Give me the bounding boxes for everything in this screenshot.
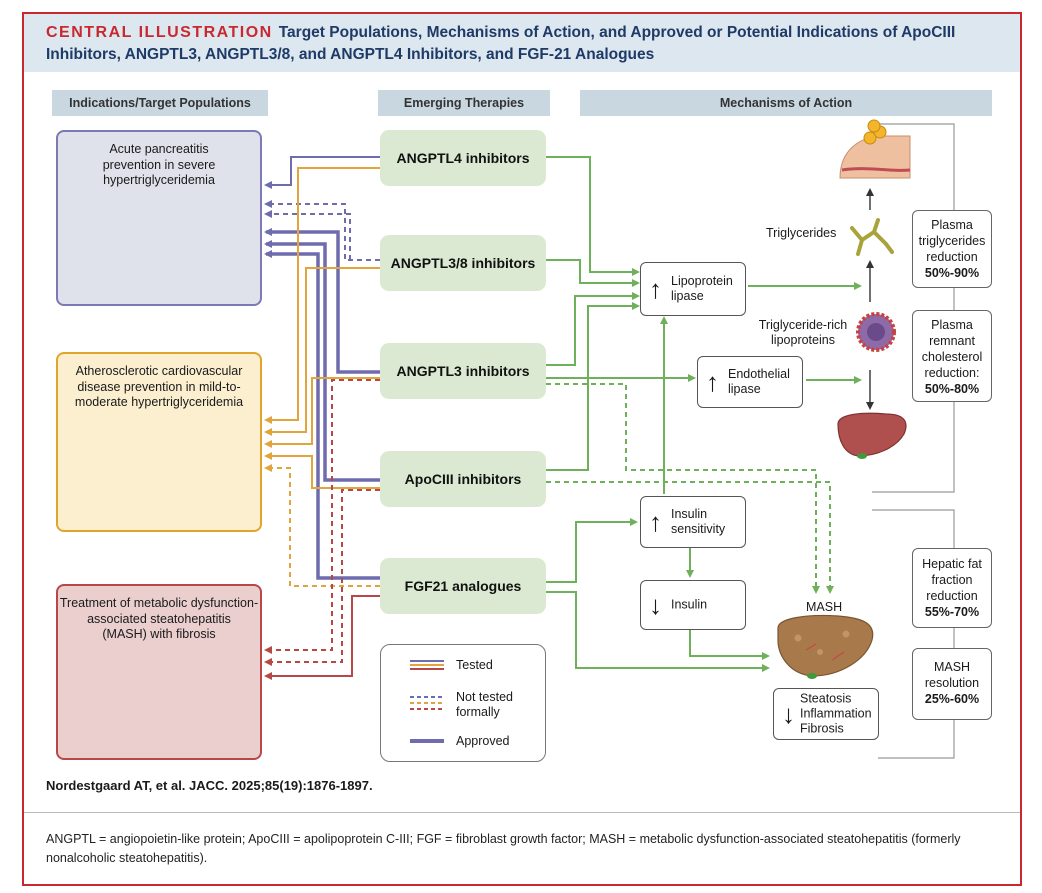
down-arrow-icon: ↓ [649, 590, 662, 620]
result-line: Plasma [931, 318, 973, 332]
liver-illustration-right [837, 412, 907, 459]
result-line: fraction [931, 573, 973, 587]
result-mash-resolution: MASH resolution 25%-60% [912, 648, 992, 720]
indication-ascvd: Atherosclerotic cardiovascular disease p… [56, 352, 262, 532]
mech-line: Endothelial [728, 367, 790, 381]
label-trl: Triglyceride-rich lipoproteins [750, 318, 856, 348]
mech-insulin-sensitivity: ↑ Insulin sensitivity [640, 496, 746, 548]
indication-line: prevention in severe [102, 157, 216, 172]
up-arrow-icon: ↑ [706, 367, 719, 397]
label-line: lipoproteins [771, 333, 835, 347]
mech-line: Insulin [671, 597, 708, 612]
indication-line: hypertriglyceridemia [103, 173, 215, 187]
bracket-lines [872, 123, 955, 759]
mech-lipoprotein-lipase: ↑ Lipoprotein lipase [640, 262, 746, 316]
triglyceride-molecule [850, 218, 894, 256]
legend [380, 644, 546, 762]
figure-frame [22, 12, 1022, 886]
footnote: ANGPTL = angiopoietin-like protein; ApoC… [46, 832, 961, 865]
result-line: triglycerides [918, 234, 986, 248]
legend-approved: Approved [456, 734, 510, 748]
indication-pancreatitis: Acute pancreatitis prevention in severe … [56, 130, 262, 306]
header-indications: Indications/Target Populations [52, 90, 268, 116]
result-value: 50%-90% [924, 266, 980, 280]
indication-line: (MASH) with fibrosis [102, 627, 216, 641]
result-line: reduction [926, 250, 978, 264]
legend-line: Not tested [456, 690, 513, 704]
mech-text: Endothelial lipase [728, 367, 790, 397]
header-mechanisms: Mechanisms of Action [580, 90, 992, 116]
mech-insulin: ↓ Insulin [640, 580, 746, 630]
mech-line: Inflammation [800, 706, 872, 721]
title-prefix: CENTRAL ILLUSTRATION [46, 24, 273, 41]
result-line: reduction: [924, 366, 980, 380]
therapy-fgf21: FGF21 analogues [380, 558, 546, 614]
result-line: cholesterol [921, 350, 983, 364]
mech-text: Lipoprotein lipase [671, 274, 733, 304]
mech-line: lipase [728, 382, 761, 396]
indication-line: associated steatohepatitis [87, 611, 231, 626]
indication-line: disease prevention in mild-to- [77, 379, 241, 394]
lipoprotein-particle [856, 312, 896, 352]
indication-line: Acute pancreatitis [109, 142, 209, 156]
indication-line: moderate hypertriglyceridemia [74, 395, 244, 409]
result-line: MASH [933, 660, 971, 674]
down-arrow-icon: ↓ [782, 699, 795, 729]
label-triglycerides: Triglycerides [766, 226, 837, 240]
mech-line: lipase [671, 289, 704, 303]
result-value: 50%-80% [924, 382, 980, 396]
mech-line: Insulin [671, 507, 708, 521]
legend-not-tested: Not tested formally [456, 690, 513, 720]
legend-swatches [410, 660, 444, 743]
footnote-divider [24, 812, 1020, 813]
result-line: reduction [926, 589, 978, 603]
mash-liver-illustration [777, 614, 874, 679]
up-arrow-icon: ↑ [649, 274, 662, 304]
orange-lines [264, 167, 380, 587]
mech-line: Fibrosis [800, 721, 844, 736]
therapy-apociii: ApoCIII inhibitors [380, 451, 546, 507]
purple-lines [264, 156, 380, 580]
mech-text: Insulin [671, 598, 707, 613]
result-line: resolution [924, 676, 980, 690]
therapy-angptl3: ANGPTL3 inhibitors [380, 343, 546, 399]
citation: Nordestgaard AT, et al. JACC. 2025;85(19… [46, 778, 373, 793]
mech-line: Lipoprotein [671, 274, 733, 288]
red-lines [264, 379, 380, 680]
indication-mash: Treatment of metabolic dysfunction- asso… [56, 584, 262, 760]
mech-text: Steatosis Inflammation Fibrosis [800, 692, 872, 737]
result-value: 25%-60% [924, 692, 980, 706]
mech-endothelial-lipase: ↑ Endothelial lipase [697, 356, 803, 408]
indication-line: Atherosclerotic cardiovascular [75, 364, 243, 378]
result-plasma-tg: Plasma triglycerides reduction 50%-90% [912, 210, 992, 288]
mech-line: sensitivity [671, 522, 726, 536]
mech-mash-effects: ↓ Steatosis Inflammation Fibrosis [773, 688, 879, 740]
mech-text: Insulin sensitivity [671, 507, 725, 537]
title-bar [24, 14, 1020, 72]
adipose-illustration [839, 119, 911, 179]
result-value: 55%-70% [924, 605, 980, 619]
result-line: Plasma [931, 218, 973, 232]
result-line: Hepatic fat [922, 557, 982, 571]
label-line: Triglyceride-rich [758, 318, 848, 332]
legend-tested: Tested [456, 658, 493, 672]
title-text: Target Populations, Mechanisms of Action… [46, 24, 956, 63]
result-hepatic-fat: Hepatic fat fraction reduction 55%-70% [912, 548, 992, 628]
label-mash: MASH [806, 600, 843, 614]
legend-line: formally [456, 705, 500, 719]
up-arrow-icon: ↑ [649, 507, 662, 537]
result-line: remnant [929, 334, 975, 348]
mech-line: Steatosis [800, 691, 852, 706]
indication-line: Treatment of metabolic dysfunction- [59, 596, 259, 610]
result-remnant-cholesterol: Plasma remnant cholesterol reduction: 50… [912, 310, 992, 402]
header-therapies: Emerging Therapies [378, 90, 550, 116]
therapy-angptl4: ANGPTL4 inhibitors [380, 130, 546, 186]
therapy-angptl38: ANGPTL3/8 inhibitors [380, 235, 546, 291]
green-lines [546, 156, 862, 672]
